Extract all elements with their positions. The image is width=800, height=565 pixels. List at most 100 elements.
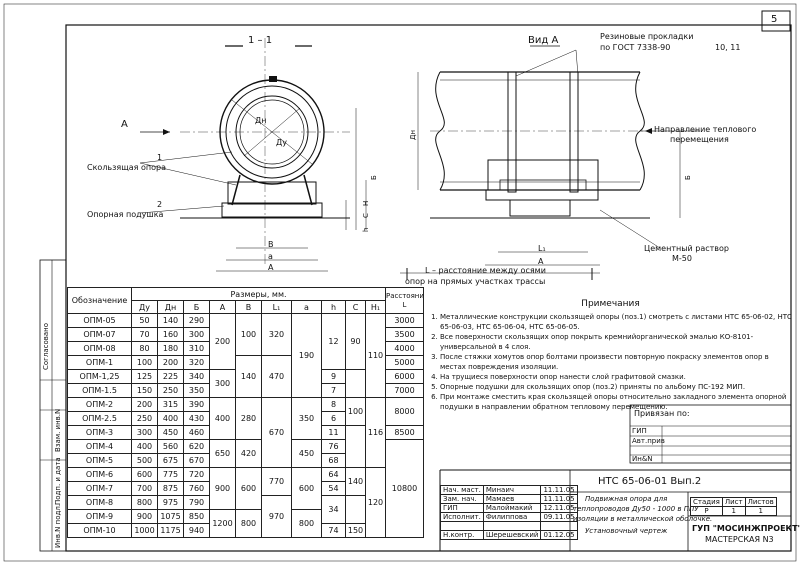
cell-a: 300 [209, 369, 236, 398]
cell-dn: 200 [157, 355, 184, 370]
sheet-value: 1 [721, 506, 746, 516]
signature-row: Н.контр. Шерешевский 01.12.05 [440, 530, 578, 540]
cell-a: 1200 [209, 509, 236, 538]
sig-name: Минаич [482, 485, 542, 495]
cell-v: 140 [235, 355, 262, 398]
cell-a-low: 350 [291, 397, 322, 440]
cell-h1: 110 [365, 313, 386, 398]
col-l1: L₁ [261, 300, 292, 314]
cell-c [345, 495, 366, 524]
table-row: ОПМ-3 300 450 460 11 8500 [67, 425, 424, 468]
dn-label: Дн [255, 116, 267, 125]
col-h: h [321, 300, 346, 314]
cell-b: 290 [183, 313, 210, 328]
cell-du: 150 [131, 383, 158, 398]
table-row: ОПМ-2 200 315 390 400 280 670 350 8 100 … [67, 397, 424, 468]
cell-name: ОПМ-6 [67, 467, 132, 482]
dim-dn-right: Дн [409, 129, 417, 140]
cell-a-low: 800 [291, 509, 322, 538]
cell-name: ОПМ-07 [67, 327, 132, 342]
callout-1-num: 1 [157, 153, 163, 162]
signature-row: Зам. нач. Мамаев 11.11.05 [440, 494, 578, 504]
cell-du: 500 [131, 453, 158, 468]
du-label: Ду [276, 138, 287, 147]
col-v: В [235, 300, 262, 314]
cell-du: 600 [131, 467, 158, 482]
cell-b: 790 [183, 495, 210, 510]
stage-value: Р [690, 506, 723, 516]
cell-c [345, 369, 366, 398]
sheets-label: Листов [744, 497, 777, 507]
stamp-replaced-inv: Взам. инв.N [54, 408, 62, 452]
sig-name: Малоймакий [482, 503, 542, 513]
sheet-label: Лист [721, 497, 746, 507]
stage-label: Стадия [690, 497, 723, 507]
distance-line-2: опор на прямых участках трассы [405, 277, 546, 286]
cell-dn: 225 [157, 369, 184, 384]
cell-du: 70 [131, 327, 158, 342]
cell-name: ОПМ-08 [67, 341, 132, 356]
sig-role: ГИП [440, 503, 484, 513]
cell-du: 80 [131, 341, 158, 356]
cell-v: 100 [235, 313, 262, 356]
cell-dn: 160 [157, 327, 184, 342]
cell-distance: 7000 [385, 383, 424, 398]
cell-name: ОПМ-3 [67, 425, 132, 440]
sig-name: Шерешевский [482, 530, 542, 540]
cell-b: 670 [183, 453, 210, 468]
cell-dn: 875 [157, 481, 184, 496]
stage-table: Стадия Лист Листов Р 1 1 [690, 497, 777, 516]
desc-line-4: Установочный чертеж [585, 527, 668, 535]
col-dn: Дн [157, 300, 184, 314]
table-row: ОПМ-08 80 180 310 4000 [67, 341, 424, 356]
cell-c: 150 [345, 523, 366, 538]
sheets-value: 1 [744, 506, 777, 516]
callout-2-text: Опорная подушка [87, 210, 164, 219]
table-row: ОПМ-05 50 140 290 200 100 320 190 12 90 … [67, 313, 424, 398]
cell-name: ОПМ-1.5 [67, 383, 132, 398]
cell-h: 76 [321, 439, 346, 454]
dim-a-low: а [268, 252, 273, 261]
distance-line-1: L – расстояние между осями [425, 266, 546, 275]
note-item: На трущиеся поверхности опор нанести сло… [440, 372, 793, 382]
signature-row [440, 521, 578, 531]
cell-v: 280 [235, 397, 262, 440]
cell-du: 1000 [131, 523, 158, 538]
cell-h: 8 [321, 397, 346, 412]
cell-dn: 180 [157, 341, 184, 356]
dim-b-right: Б [684, 175, 692, 180]
cell-l1: 770 [261, 467, 292, 496]
cell-du: 125 [131, 369, 158, 384]
cell-du: 50 [131, 313, 158, 328]
signatures-table: Нач. маст. Минаич 11.11.05 Зам. нач. Мам… [440, 485, 578, 540]
heat-direction-line-2: перемещения [670, 135, 729, 144]
binding-author: Авт.прив [632, 437, 665, 445]
cell-c: 140 [345, 467, 366, 496]
gasket-line-2: по ГОСТ 7338-90 [600, 43, 671, 52]
cell-name: ОПМ-10 [67, 523, 132, 538]
cell-b: 940 [183, 523, 210, 538]
cell-a: 400 [209, 397, 236, 440]
cell-name: ОПМ-5 [67, 453, 132, 468]
cell-name: ОПМ-2.5 [67, 411, 132, 426]
desc-line-3: изоляции в металлической оболочке. [573, 515, 713, 523]
workshop: МАСТЕРСКАЯ N3 [705, 535, 774, 544]
cell-dn: 1175 [157, 523, 184, 538]
dim-b: В [268, 240, 274, 249]
cell-b: 300 [183, 327, 210, 342]
cell-du: 300 [131, 425, 158, 440]
sig-role: Зам. нач. [440, 494, 484, 504]
cell-dn: 560 [157, 439, 184, 454]
cell-l1: 670 [261, 397, 292, 468]
cell-h: 54 [321, 481, 346, 496]
cell-b: 620 [183, 439, 210, 454]
cell-b: 340 [183, 369, 210, 384]
cell-v: 420 [235, 439, 262, 468]
cell-name: ОПМ-7 [67, 481, 132, 496]
dim-b-left: Б [370, 175, 378, 180]
cell-name: ОПМ-9 [67, 509, 132, 524]
note-item: Опорные подушки для скользящих опор (поз… [440, 382, 793, 392]
cell-du: 100 [131, 355, 158, 370]
table-row: ОПМ-7 700 875 760 54 [67, 481, 424, 496]
